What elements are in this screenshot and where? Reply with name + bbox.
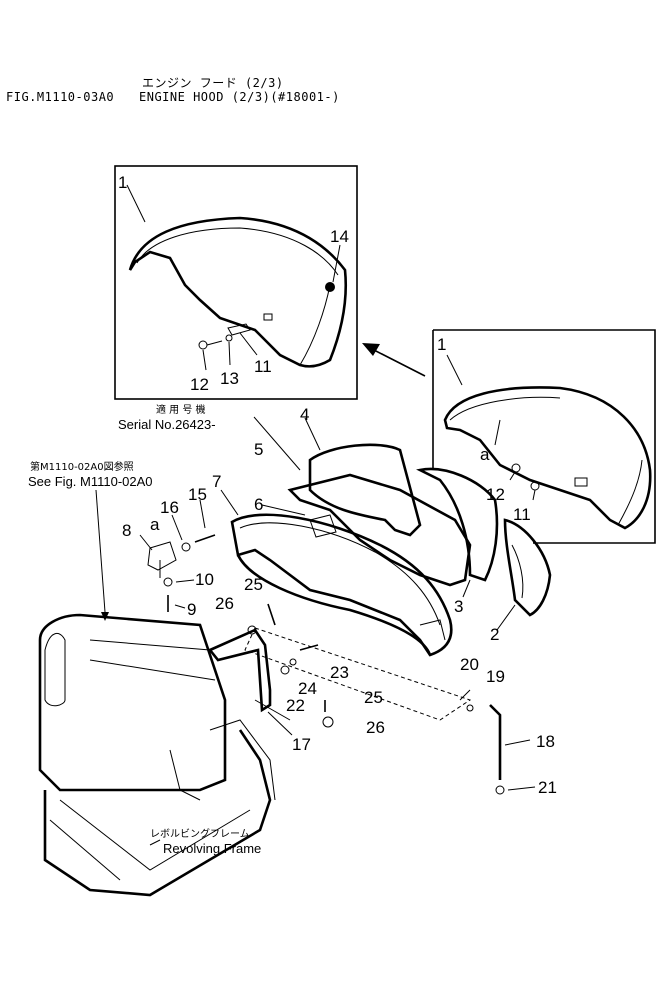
callout-5: 5 [254,440,263,459]
callout-25-lower: 25 [364,688,383,707]
callout-11-detail: 11 [513,505,531,524]
callout-7: 7 [212,472,221,491]
callout-11-inset: 11 [254,357,272,376]
frame-jp: レボルビングフレーム [150,827,250,840]
callout-12-inset: 12 [190,375,209,394]
serial-jp: 適 用 号 機 [156,403,206,416]
see-fig-jp: 第M1110-02A0図参照 [30,460,134,473]
callout-10: 10 [195,570,214,589]
callout-9: 9 [187,600,196,619]
detail-box-a [432,329,656,544]
frame-label: Revolving Frame [163,841,261,856]
callout-17: 17 [292,735,311,754]
callout-24: 24 [298,679,317,698]
inset-detail [114,165,358,400]
title-jp: エンジン フード (2/3) [142,76,284,90]
callout-23: 23 [330,663,349,682]
callout-14: 14 [330,227,349,246]
see-fig-label: See Fig. M1110-02A0 [28,474,153,489]
callout-20: 20 [460,655,479,674]
main-assembly [139,416,552,795]
callout-3: 3 [454,597,463,616]
figure-title: ENGINE HOOD (2/3)(#18001-) [139,90,340,104]
serial-label: Serial No.26423- [118,417,216,432]
callout-6: 6 [254,495,263,514]
callout-25-upper: 25 [244,575,263,594]
callout-1-inset: 1 [118,173,127,192]
figure-id: FIG.M1110-03A0 [6,90,115,104]
callout-13: 13 [220,369,239,388]
callout-a-detail: a [480,445,490,464]
callout-22: 22 [286,696,305,715]
callout-4: 4 [300,405,309,424]
callout-12-detail: 12 [486,485,505,504]
callout-8: 8 [122,521,131,540]
callout-26-lower: 26 [366,718,385,737]
callout-15: 15 [188,485,207,504]
callout-21: 21 [538,778,557,797]
callout-18: 18 [536,732,555,751]
callout-a-main: a [150,515,160,534]
callout-26-upper: 26 [215,594,234,613]
direction-arrow [362,343,426,377]
callout-19: 19 [486,667,505,686]
callout-16: 16 [160,498,179,517]
callout-1-detail: 1 [437,335,446,354]
callout-2: 2 [490,625,499,644]
revolving-frame [38,489,276,897]
